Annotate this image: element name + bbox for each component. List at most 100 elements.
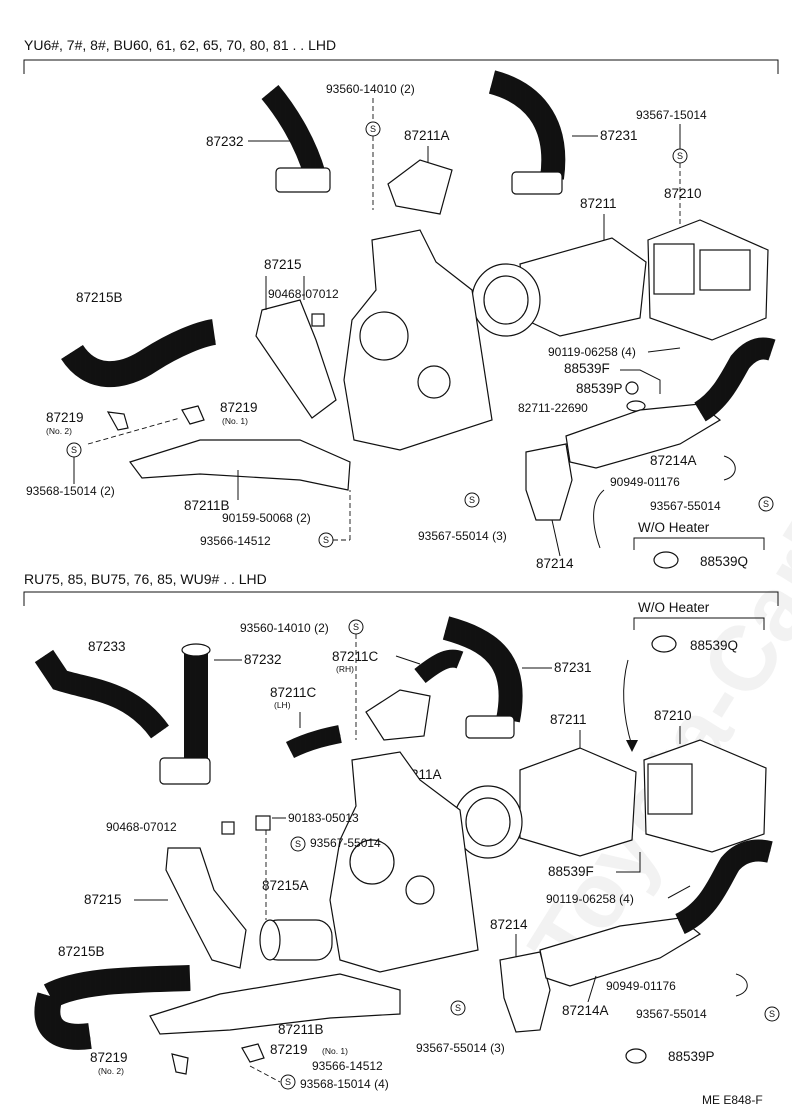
screw-symbol-icon: S (365, 121, 381, 137)
svg-text:S: S (295, 839, 301, 849)
watermark: Toyota-CarMax.ru (510, 279, 792, 991)
label-87214: 87214 (536, 556, 574, 571)
part-87211-top (471, 237, 647, 337)
hose-87211C-rh (414, 649, 464, 684)
label-93567-55014-b: 93567-55014 (310, 836, 381, 850)
hose-87214A-top (693, 337, 776, 422)
label-93567-15014: 93567-15014 (636, 108, 707, 122)
label-93566-14512: 93566-14512 (200, 534, 271, 548)
label-87215-b: 87215 (84, 892, 122, 907)
label-87214-b: 87214 (490, 917, 528, 932)
label-87215B: 87215B (76, 290, 123, 305)
label-93560-14010: 93560-14010 (2) (326, 82, 415, 96)
label-87214A-b: 87214A (562, 1003, 609, 1018)
label-87211C-rh-note: (RH) (336, 664, 354, 674)
svg-text:S: S (763, 499, 769, 509)
label-87211B-b: 87211B (278, 1022, 324, 1037)
hose-87232-bottom (159, 643, 211, 785)
grommet-88539Q-bottom (651, 635, 677, 653)
label-87215B-b: 87215B (58, 944, 105, 959)
label-87231: 87231 (600, 128, 638, 143)
svg-text:S: S (323, 535, 329, 545)
part-87210-bottom (643, 739, 767, 853)
label-93566-14512-b: 93566-14512 (312, 1059, 383, 1073)
label-87211: 87211 (580, 196, 617, 211)
label-90183-05013: 90183-05013 (288, 811, 359, 825)
label-87232-b: 87232 (244, 652, 282, 667)
label-87211A: 87211A (404, 128, 450, 143)
label-87219-no2-b: 87219 (90, 1050, 128, 1065)
label-90949-01176: 90949-01176 (610, 475, 680, 489)
label-87232: 87232 (206, 134, 244, 149)
label-87211-b: 87211 (550, 712, 587, 727)
label-87215A: 87215A (262, 878, 309, 893)
section-bracket-top (23, 59, 779, 74)
hose-87215B-bottom (34, 965, 191, 1050)
part-87211A-bottom (365, 689, 431, 741)
hose-87233 (34, 649, 169, 739)
label-87210-b: 87210 (654, 708, 692, 723)
hose-87232-top (261, 84, 331, 193)
label-87211C-lh: 87211C (270, 685, 317, 700)
grommet-88539Q-top (653, 551, 679, 569)
part-87215-bottom (165, 847, 247, 969)
screw-symbol-icon: S (672, 148, 688, 164)
part-87211B-bottom (149, 973, 401, 1035)
svg-text:S: S (353, 622, 359, 632)
label-90949-01176-b: 90949-01176 (606, 979, 676, 993)
screw-symbol-icon: S (66, 442, 82, 458)
svg-text:S: S (469, 495, 475, 505)
part-87215A (259, 919, 333, 961)
section-bracket-bottom (23, 591, 779, 606)
screw-symbol-icon: S (450, 1000, 466, 1016)
part-87211-bottom (453, 747, 637, 859)
label-93567-55014-right: 93567-55014 (650, 499, 721, 513)
label-87211B: 87211B (184, 498, 230, 513)
label-87215: 87215 (264, 257, 302, 272)
svg-text:S: S (71, 445, 77, 455)
label-87210: 87210 (664, 186, 702, 201)
screw-symbol-icon: S (318, 532, 334, 548)
label-90119-06258-b: 90119-06258 (4) (546, 892, 634, 906)
hose-87231-top (488, 70, 566, 195)
label-82711-22690: 82711-22690 (518, 401, 588, 415)
label-87219-no2-b-note: (No. 2) (98, 1066, 124, 1076)
part-87211A (387, 159, 453, 215)
screw-symbol-icon: S (758, 496, 774, 512)
hose-87211C-lh (285, 725, 342, 759)
part-87214A-top (565, 403, 722, 469)
svg-text:S: S (285, 1077, 291, 1087)
label-90159-50068: 90159-50068 (2) (222, 511, 311, 525)
label-93567-55014-3-b: 93567-55014 (3) (416, 1041, 505, 1055)
label-88539Q-bottom: 88539Q (690, 638, 738, 653)
label-wo-heater-top: W/O Heater (638, 520, 710, 535)
label-wo-heater-bottom: W/O Heater (638, 600, 710, 615)
svg-text:S: S (769, 1009, 775, 1019)
grommet-88539P (625, 1048, 647, 1064)
label-88539P-b: 88539P (668, 1049, 715, 1064)
label-88539F: 88539F (564, 361, 610, 376)
label-90468-07012-b: 90468-07012 (106, 820, 177, 834)
section-header-top: YU6#, 7#, 8#, BU60, 61, 62, 65, 70, 80, … (24, 37, 336, 53)
label-87211C-rh: 87211C (332, 649, 379, 664)
label-87231-b: 87231 (554, 660, 592, 675)
label-88539P: 88539P (576, 381, 623, 396)
label-87214A: 87214A (650, 453, 697, 468)
label-87219-no2-note: (No. 2) (46, 426, 72, 436)
svg-text:S: S (677, 151, 683, 161)
hose-87215B-top (61, 319, 217, 387)
label-87219-no1-b: 87219 (270, 1042, 308, 1057)
part-87211B-top (129, 439, 351, 491)
label-93560-14010-b: 93560-14010 (2) (240, 621, 329, 635)
screw-symbol-icon: S (290, 836, 306, 852)
label-93568-15014: 93568-15014 (2) (26, 484, 115, 498)
screw-symbol-icon: S (348, 619, 364, 635)
label-93567-55014-3: 93567-55014 (3) (418, 529, 507, 543)
label-87233: 87233 (88, 639, 126, 654)
label-87219-no2: 87219 (46, 410, 84, 425)
screw-symbol-icon: S (280, 1074, 296, 1090)
screw-symbol-icon: S (764, 1006, 780, 1022)
label-93568-15014-b: 93568-15014 (4) (300, 1077, 389, 1091)
label-87219-no1-note: (No. 1) (222, 416, 248, 426)
screw-symbol-icon: S (464, 492, 480, 508)
